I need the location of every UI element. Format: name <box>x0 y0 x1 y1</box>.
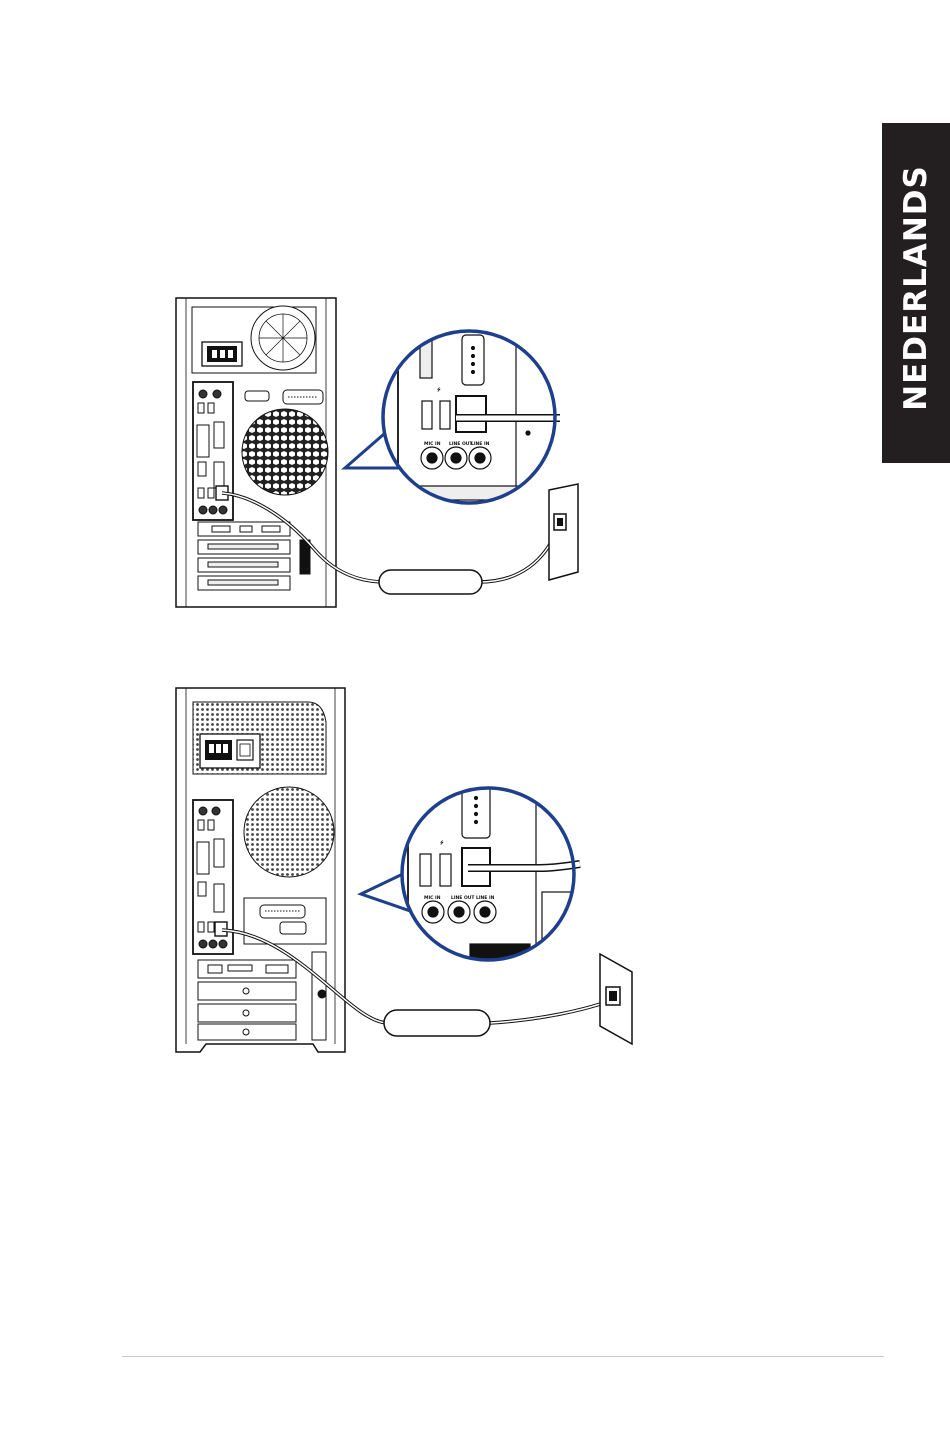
wall-phone-jack <box>549 484 578 580</box>
io-panel <box>193 382 233 520</box>
port-label-mic-in: MIC IN <box>424 441 441 447</box>
port-label-mic-in: MIC IN <box>424 895 441 901</box>
figure-top-connection-diagram: ⭍ MIC IN LINE OUT LINE IN <box>0 290 620 620</box>
power-socket-icon <box>200 734 260 768</box>
callout-magnifier: ⭍ MIC IN LINE OUT LINE IN <box>383 330 576 505</box>
port-label-line-out: LINE OUT <box>451 895 475 901</box>
cable-ferrite <box>384 1010 490 1036</box>
port-label-line-in: LINE IN <box>476 895 495 901</box>
case-fan-grill <box>244 787 334 877</box>
power-socket-icon <box>202 342 242 366</box>
figure-bottom-connection-diagram: ⭍ MIC IN LINE OUT LINE IN <box>0 682 650 1062</box>
wall-phone-jack <box>600 954 632 1044</box>
footer-rule <box>122 1356 884 1357</box>
port-label-line-out: LINE OUT <box>449 441 473 447</box>
cable-ferrite <box>379 570 482 594</box>
callout-magnifier: ⭍ MIC IN LINE OUT LINE IN <box>402 782 586 962</box>
case-fan-grill <box>242 409 328 495</box>
port-label-line-in: LINE IN <box>471 441 490 447</box>
language-tab-label: NEDERLANDS <box>898 165 934 411</box>
